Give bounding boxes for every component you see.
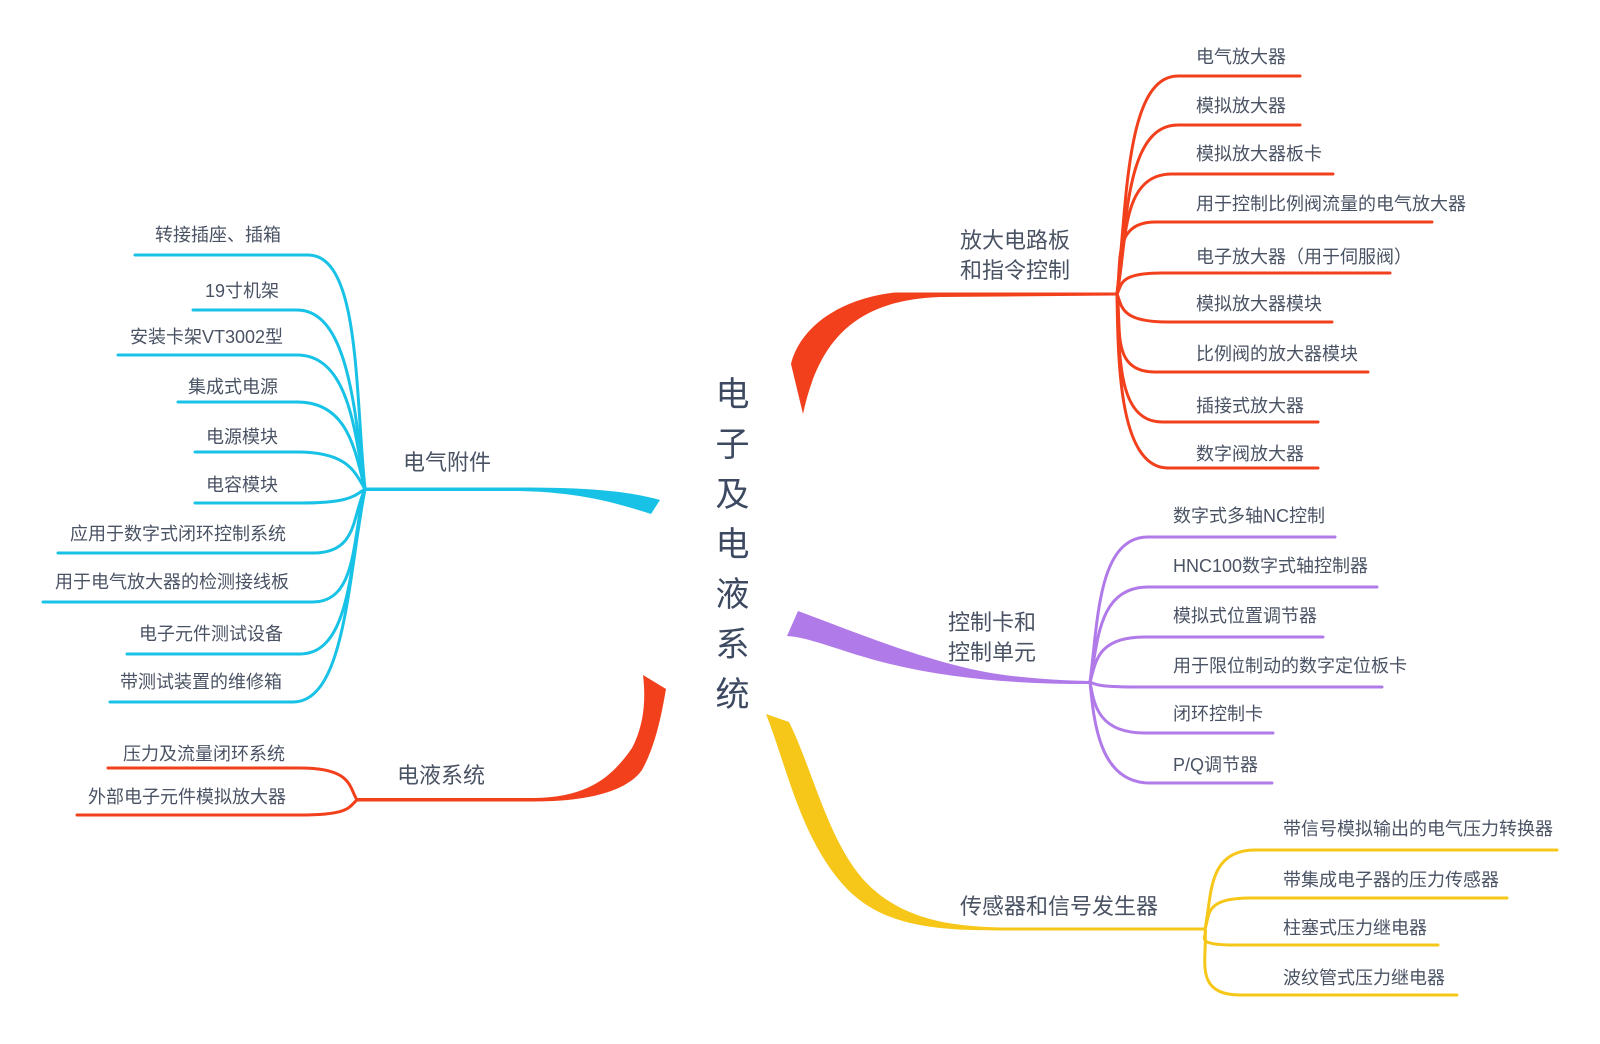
branch-topic-line: 控制卡和 <box>948 610 1037 635</box>
branch-topic-electrical-accessories[interactable]: 电气附件 <box>403 450 492 475</box>
child-topic[interactable]: 电子元件测试设备 <box>139 624 283 644</box>
branch-topic-line: 放大电路板 <box>960 228 1071 253</box>
child-curve <box>1115 220 1434 296</box>
branch-topic-line: 控制单元 <box>948 640 1037 665</box>
child-curves <box>1088 535 1384 785</box>
child-topic[interactable]: 电气放大器 <box>1196 47 1286 67</box>
child-topic[interactable]: 数字阀放大器 <box>1196 444 1304 464</box>
child-topic[interactable]: 应用于数字式闭环控制系统 <box>70 524 286 544</box>
child-curves <box>1115 74 1434 470</box>
branch-amplifier-boards-curves <box>791 74 1434 470</box>
child-curve <box>1088 585 1379 684</box>
child-topic[interactable]: 用于限位制动的数字定位板卡 <box>1173 656 1407 676</box>
main-branch-curve <box>791 292 1117 414</box>
child-curve <box>75 798 359 817</box>
child-topic[interactable]: 数字式多轴NC控制 <box>1173 506 1325 526</box>
child-topic[interactable]: 带集成电子器的压力传感器 <box>1283 870 1499 890</box>
child-curve <box>1088 680 1384 689</box>
child-topic[interactable]: 外部电子元件模拟放大器 <box>88 787 286 807</box>
child-curve <box>106 766 359 802</box>
child-topic[interactable]: 用于电气放大器的检测接线板 <box>55 572 289 592</box>
child-topic[interactable]: 电容模块 <box>206 475 278 495</box>
child-curve <box>108 487 367 704</box>
child-curve <box>176 400 367 491</box>
child-topic[interactable]: 模拟放大器模块 <box>1196 294 1322 314</box>
child-curve <box>193 487 367 505</box>
branch-topic-electro-hydraulic[interactable]: 电液系统 <box>397 763 486 788</box>
main-branch-curve <box>787 611 1090 684</box>
branch-topic-control-cards[interactable]: 控制卡和 控制单元 <box>948 608 1036 668</box>
child-topic[interactable]: 模拟放大器 <box>1196 96 1286 116</box>
branch-electro-hydraulic-curves <box>75 675 666 817</box>
child-curve <box>1088 635 1325 684</box>
branch-topic-sensors[interactable]: 传感器和信号发生器 <box>960 894 1159 919</box>
branch-topic-amplifier-boards[interactable]: 放大电路板 和指令控制 <box>960 226 1070 286</box>
child-curves <box>41 253 367 704</box>
child-topic[interactable]: 模拟放大器板卡 <box>1196 144 1322 164</box>
center-topic[interactable]: 电子及电液系统 <box>710 376 748 726</box>
child-curve <box>193 450 367 491</box>
child-curve <box>1088 680 1274 785</box>
child-curve <box>133 253 367 491</box>
child-topic[interactable]: 带测试装置的维修箱 <box>120 672 282 692</box>
child-topic[interactable]: 电源模块 <box>206 427 278 447</box>
child-topic[interactable]: HNC100数字式轴控制器 <box>1173 556 1369 576</box>
child-curve <box>116 353 367 491</box>
child-topic[interactable]: 转接插座、插箱 <box>155 225 281 245</box>
child-topic[interactable]: 插接式放大器 <box>1196 396 1304 416</box>
child-topic[interactable]: 波纹管式压力继电器 <box>1283 968 1445 988</box>
child-topic[interactable]: 比例阀的放大器模块 <box>1196 344 1358 364</box>
child-topic[interactable]: 19寸机架 <box>205 281 280 301</box>
child-topic[interactable]: 集成式电源 <box>188 377 278 397</box>
child-curve <box>1115 172 1335 296</box>
child-topic[interactable]: P/Q调节器 <box>1173 755 1259 775</box>
child-curves <box>75 766 359 817</box>
branch-topic-line: 和指令控制 <box>960 258 1071 283</box>
child-curve <box>1115 292 1320 470</box>
child-topic[interactable]: 带信号模拟输出的电气压力转换器 <box>1283 819 1553 839</box>
child-curve <box>1203 896 1509 931</box>
child-topic[interactable]: 柱塞式压力继电器 <box>1283 918 1427 938</box>
child-topic[interactable]: 压力及流量闭环系统 <box>123 744 285 764</box>
child-topic[interactable]: 安装卡架VT3002型 <box>130 327 284 347</box>
child-curve <box>1203 927 1459 997</box>
branch-electrical-accessories-curves <box>41 253 660 704</box>
child-topic[interactable]: 电子放大器（用于伺服阀） <box>1196 247 1412 267</box>
child-curves <box>1202 848 1559 997</box>
child-topic[interactable]: 闭环控制卡 <box>1173 704 1263 724</box>
branch-sensors-curves <box>766 714 1559 997</box>
child-topic[interactable]: 模拟式位置调节器 <box>1173 606 1317 626</box>
child-curve <box>1115 271 1392 296</box>
child-topic[interactable]: 用于控制比例阀流量的电气放大器 <box>1196 194 1466 214</box>
main-branch-curve <box>365 487 660 514</box>
branch-control-cards-curves <box>787 535 1384 785</box>
